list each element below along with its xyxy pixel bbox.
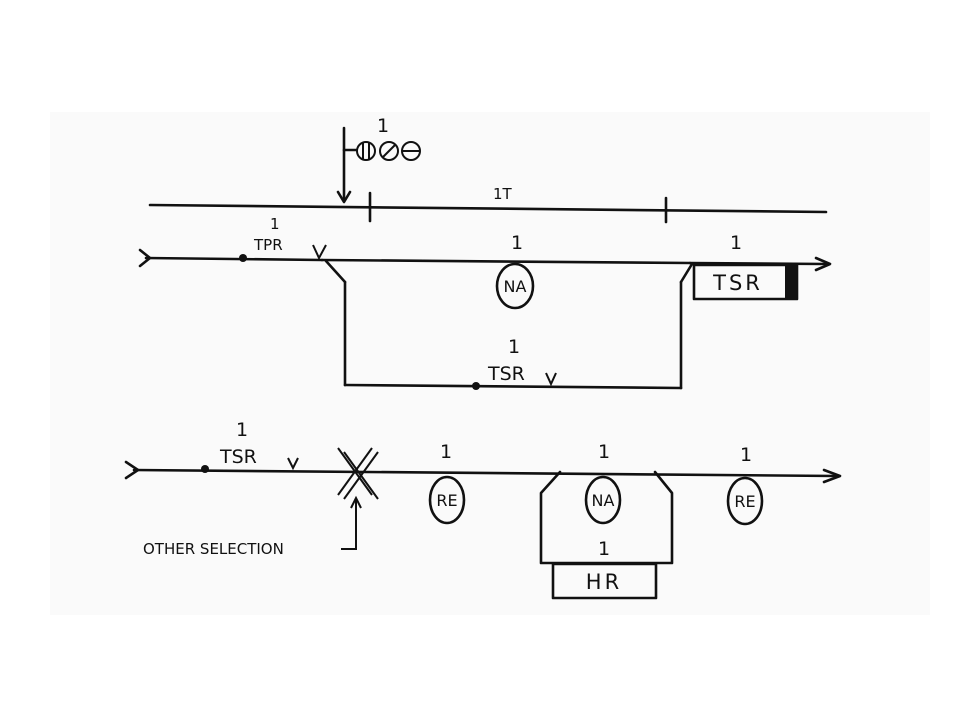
na-coil	[495, 262, 535, 310]
circuit-2: 1 TSR OTHER SELECTION 1 RE 1 NA 1	[124, 419, 842, 600]
track-label: 1T	[493, 185, 513, 203]
circuit-2-end-arrow	[822, 468, 842, 484]
na2-coil	[584, 475, 622, 525]
hr-label: HR	[586, 570, 622, 594]
track-1t: 1T	[148, 185, 828, 224]
tpr-number: 1	[270, 215, 280, 233]
re-right-number: 1	[740, 444, 752, 466]
re-left-number: 1	[440, 441, 452, 463]
tsr2-contact-mark	[287, 457, 299, 471]
tsr-relay-bar	[785, 265, 797, 299]
re-right-coil	[726, 476, 764, 526]
re-left-coil	[428, 475, 466, 525]
tsr-box-label: TSR	[712, 271, 763, 295]
tsr2-contact-dot	[201, 465, 209, 473]
na2-number: 1	[598, 441, 610, 463]
re-right-label: RE	[734, 492, 755, 511]
tsr-box-number: 1	[730, 232, 742, 254]
other-selection-label: OTHER SELECTION	[143, 540, 284, 558]
signal-number: 1	[377, 115, 389, 137]
tsr-contact-label: TSR	[487, 363, 525, 385]
hr-relay-box	[551, 562, 658, 600]
tsr2-label: TSR	[219, 446, 257, 468]
diagram-panel	[50, 112, 930, 615]
tsr-contact-dot	[472, 382, 480, 390]
tpr-contact-dot	[239, 254, 247, 262]
circuit-1: 1 TPR 1 TSR 1 NA 1 TSR	[138, 215, 832, 390]
hr-number: 1	[598, 538, 610, 560]
re-left-label: RE	[436, 491, 457, 510]
tsr-contact-number: 1	[508, 336, 520, 358]
tpr-label: TPR	[253, 236, 283, 254]
tsr-contact-mark	[545, 372, 557, 387]
tsr2-number: 1	[236, 419, 248, 441]
circuit-1-end-arrow	[814, 256, 832, 272]
other-selection-cross	[337, 447, 379, 500]
na2-label: NA	[592, 491, 615, 510]
other-selection-leader	[341, 500, 357, 550]
na-label: NA	[504, 277, 527, 296]
na-number: 1	[511, 232, 523, 254]
signal-head: 1	[336, 115, 421, 204]
tpr-contact-mark	[312, 244, 327, 261]
